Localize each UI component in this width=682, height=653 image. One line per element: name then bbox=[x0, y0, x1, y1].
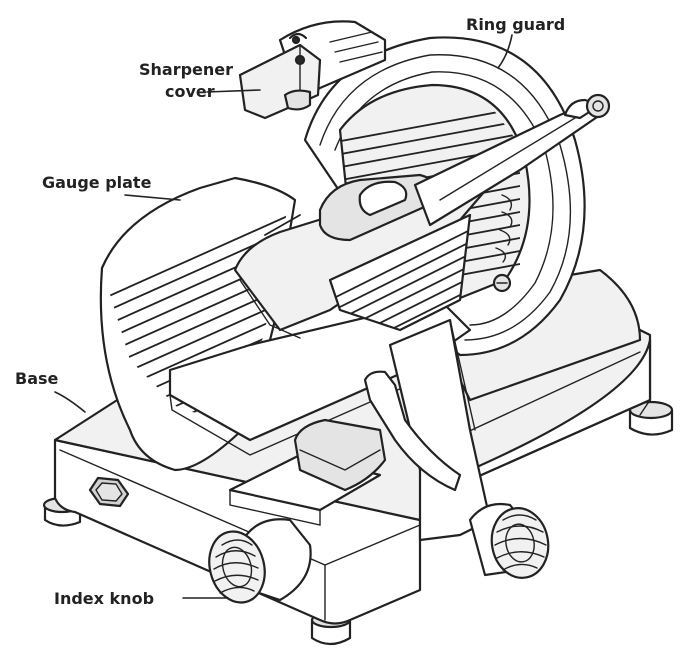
label-index-knob: Index knob bbox=[54, 589, 154, 608]
right-knob bbox=[468, 502, 550, 579]
label-base: Base bbox=[15, 369, 59, 388]
guard-screw bbox=[492, 273, 512, 293]
label-gauge-plate: Gauge plate bbox=[42, 173, 152, 192]
leader-base bbox=[54, 391, 86, 413]
labels: Ring guard Sharpener cover Gauge plate B… bbox=[15, 15, 565, 608]
carriage bbox=[168, 93, 611, 542]
label-sharpener-line2: cover bbox=[165, 82, 215, 101]
leader-lines bbox=[54, 34, 513, 599]
leader-gauge-plate bbox=[124, 194, 181, 201]
leader-sharpener-cover bbox=[206, 89, 261, 93]
hex-badge bbox=[88, 476, 130, 508]
label-sharpener-line1: Sharpener bbox=[139, 60, 233, 79]
label-ring-guard: Ring guard bbox=[466, 15, 565, 34]
leader-ring-guard bbox=[497, 34, 513, 69]
sharpener-cover bbox=[238, 20, 387, 120]
index-knob bbox=[208, 518, 312, 604]
blade-slots-right bbox=[495, 194, 513, 263]
